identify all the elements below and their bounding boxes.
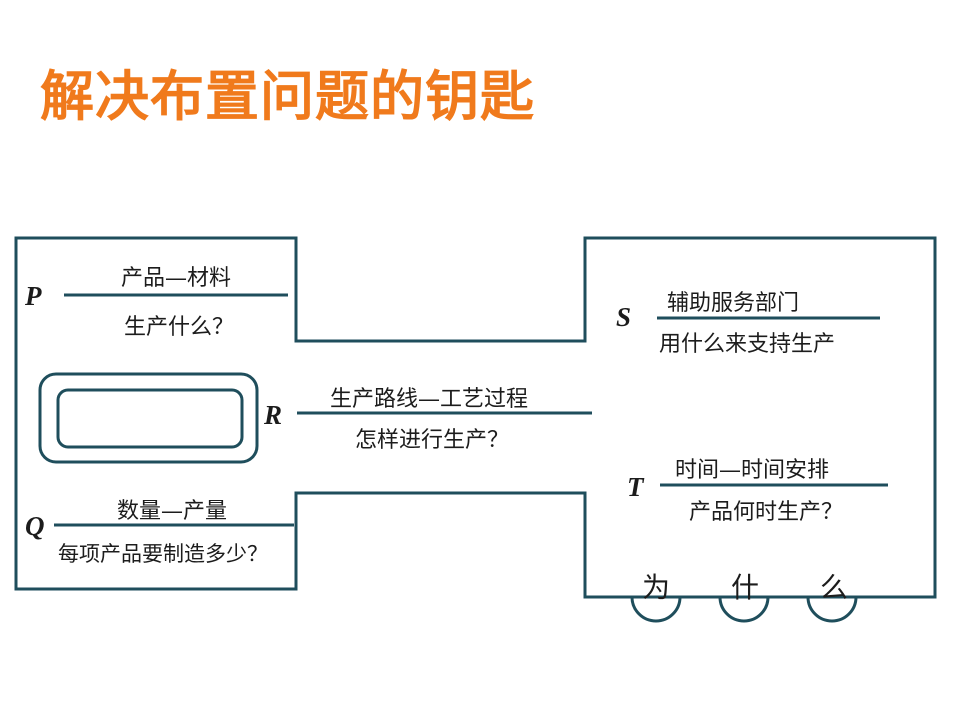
p-top-label: 产品—材料 <box>121 266 232 291</box>
key-letter-p: P <box>25 281 42 311</box>
page-title: 解决布置问题的钥匙 <box>40 65 535 128</box>
s-bottom-label: 用什么来支持生产 <box>659 332 836 357</box>
key-tooth-3 <box>806 596 858 623</box>
left-key-outline <box>14 236 937 599</box>
key-letter-s: S <box>616 302 632 332</box>
t-top-label: 时间—时间安排 <box>675 458 830 483</box>
q-top-label: 数量—产量 <box>117 499 228 524</box>
why-char-3: 么 <box>820 571 849 604</box>
r-bottom-label: 怎样进行生产？ <box>355 428 510 453</box>
key-hole-inner <box>56 388 244 449</box>
s-top-label: 辅助服务部门 <box>667 291 800 316</box>
why-char-2: 什 <box>731 571 760 604</box>
key-letter-t: T <box>627 472 644 502</box>
key-hole-outer <box>38 372 259 464</box>
p-bottom-label: 生产什么？ <box>124 315 235 340</box>
why-char-1: 为 <box>642 571 671 604</box>
key-tooth-2 <box>718 596 770 623</box>
key-letter-r: R <box>264 400 283 430</box>
t-bottom-label: 产品何时生产？ <box>689 500 844 525</box>
key-tooth-1 <box>630 596 682 623</box>
r-top-label: 生产路线—工艺过程 <box>330 387 529 412</box>
q-bottom-label: 每项产品要制造多少？ <box>58 542 268 566</box>
key-letter-q: Q <box>25 511 45 541</box>
